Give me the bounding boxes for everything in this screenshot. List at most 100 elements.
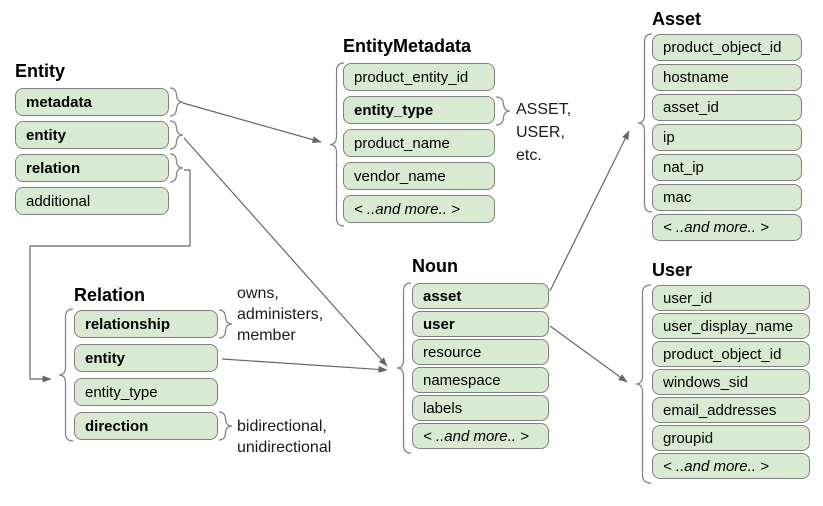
connector-noun-user-to-user-box [549, 325, 628, 383]
relation-relationship-field-brace [218, 309, 233, 339]
relationship-values-annotation: owns, administers, member [237, 283, 323, 346]
user-left-brace [635, 284, 652, 484]
field-pill: user_id [652, 285, 810, 311]
field-label: hostname [663, 69, 729, 86]
field-label: nat_ip [663, 159, 704, 176]
field-pill: < ..and more.. > [412, 423, 549, 449]
field-label: user_display_name [663, 317, 794, 335]
annotation-line: USER, [516, 124, 565, 141]
field-pill: windows_sid [652, 369, 810, 395]
connector-relation-entity-to-noun [221, 358, 388, 373]
field-label: product_object_id [663, 39, 782, 56]
field-label: labels [423, 399, 463, 417]
field-label: resource [423, 343, 482, 361]
field-label: entity [85, 349, 126, 367]
field-label: groupid [663, 429, 714, 447]
field-pill: user_display_name [652, 313, 810, 339]
user-box-fields: user_id user_display_name product_object_i… [652, 285, 810, 479]
field-pill: relationship [74, 310, 218, 338]
entity-box-title: Entity [15, 61, 66, 81]
annotation-line: unidirectional [237, 439, 332, 456]
field-label: direction [85, 417, 149, 435]
field-label: entity [26, 126, 67, 144]
field-label: user_id [663, 289, 713, 307]
relation-left-brace [58, 308, 74, 442]
field-label: product_name [354, 134, 450, 152]
noun-box-fields: asset user resource namespace labels < ..and … [412, 283, 549, 449]
entitymetadata-entitytype-field-brace [495, 96, 511, 126]
field-pill: user [412, 311, 549, 337]
connector-metadata-to-entitymetadata [182, 102, 322, 144]
field-label: additional [26, 192, 91, 210]
field-pill: relation [15, 154, 169, 182]
asset-box-title: Asset [652, 9, 702, 29]
field-label: product_entity_id [354, 68, 469, 86]
field-label: namespace [423, 371, 501, 389]
field-pill: labels [412, 395, 549, 421]
field-pill: mac [652, 184, 802, 211]
entity-entity-field-brace [169, 120, 184, 150]
annotation-line: ASSET, [516, 101, 572, 118]
field-pill: product_object_id [652, 34, 802, 61]
field-pill: namespace [412, 367, 549, 393]
field-pill: metadata [15, 88, 169, 116]
field-pill: groupid [652, 425, 810, 451]
field-pill: product_entity_id [343, 63, 495, 91]
field-label: vendor_name [354, 167, 446, 185]
field-pill: < ..and more.. > [652, 453, 810, 479]
field-pill: entity [15, 121, 169, 149]
field-pill: entity_type [343, 96, 495, 124]
field-label: entity_type [354, 101, 434, 119]
relation-direction-field-brace [218, 411, 233, 441]
annotation-line: member [237, 327, 296, 344]
field-label: ip [663, 129, 675, 146]
annotation-line: bidirectional, [237, 418, 327, 435]
annotation-line: etc. [516, 147, 542, 164]
entity-box-fields: metadata entity relation additional [15, 88, 169, 215]
field-pill: entity_type [74, 378, 218, 406]
field-label: user [423, 315, 455, 333]
field-label: product_object_id [663, 345, 782, 363]
noun-box-title: Noun [412, 256, 458, 276]
field-pill: product_object_id [652, 341, 810, 367]
field-pill: direction [74, 412, 218, 440]
field-pill: vendor_name [343, 162, 495, 190]
field-label: entity_type [85, 383, 158, 401]
field-pill: < ..and more.. > [343, 195, 495, 223]
field-pill: product_name [343, 129, 495, 157]
field-pill: email_addresses [652, 397, 810, 423]
entity-metadata-box: EntityMetadata product_entity_id entity_t… [343, 35, 495, 223]
field-pill: asset [412, 283, 549, 309]
relation-box-fields: relationship entity entity_type direction [74, 310, 218, 440]
field-pill: hostname [652, 64, 802, 91]
field-label: windows_sid [663, 373, 749, 391]
field-pill: < ..and more.. > [652, 214, 802, 241]
field-pill: ip [652, 124, 802, 151]
relation-box-title: Relation [74, 285, 146, 305]
entity-relation-field-brace [169, 153, 184, 183]
field-label: email_addresses [663, 401, 777, 419]
entity-box: Entity metadata entity relation additional [15, 60, 169, 215]
entity-metadata-left-brace [329, 62, 345, 227]
entity-metadata-field-brace [169, 87, 184, 117]
annotation-line: administers, [237, 306, 324, 323]
field-label: < ..and more.. > [663, 219, 769, 236]
entity-metadata-box-title: EntityMetadata [343, 36, 472, 56]
field-label: < ..and more.. > [663, 457, 769, 475]
field-label: < ..and more.. > [354, 200, 460, 218]
field-label: < ..and more.. > [423, 427, 529, 445]
field-label: relation [26, 159, 81, 177]
annotation-line: owns, [237, 285, 279, 302]
field-label: asset_id [663, 99, 719, 116]
asset-left-brace [637, 33, 653, 213]
user-box: User user_id user_display_name product_obj… [652, 259, 810, 479]
entity-metadata-box-fields: product_entity_id entity_type product_name… [343, 63, 495, 223]
field-pill: asset_id [652, 94, 802, 121]
field-label: asset [423, 287, 462, 305]
field-label: mac [663, 189, 692, 206]
noun-left-brace [396, 282, 412, 454]
user-box-title: User [652, 260, 693, 280]
